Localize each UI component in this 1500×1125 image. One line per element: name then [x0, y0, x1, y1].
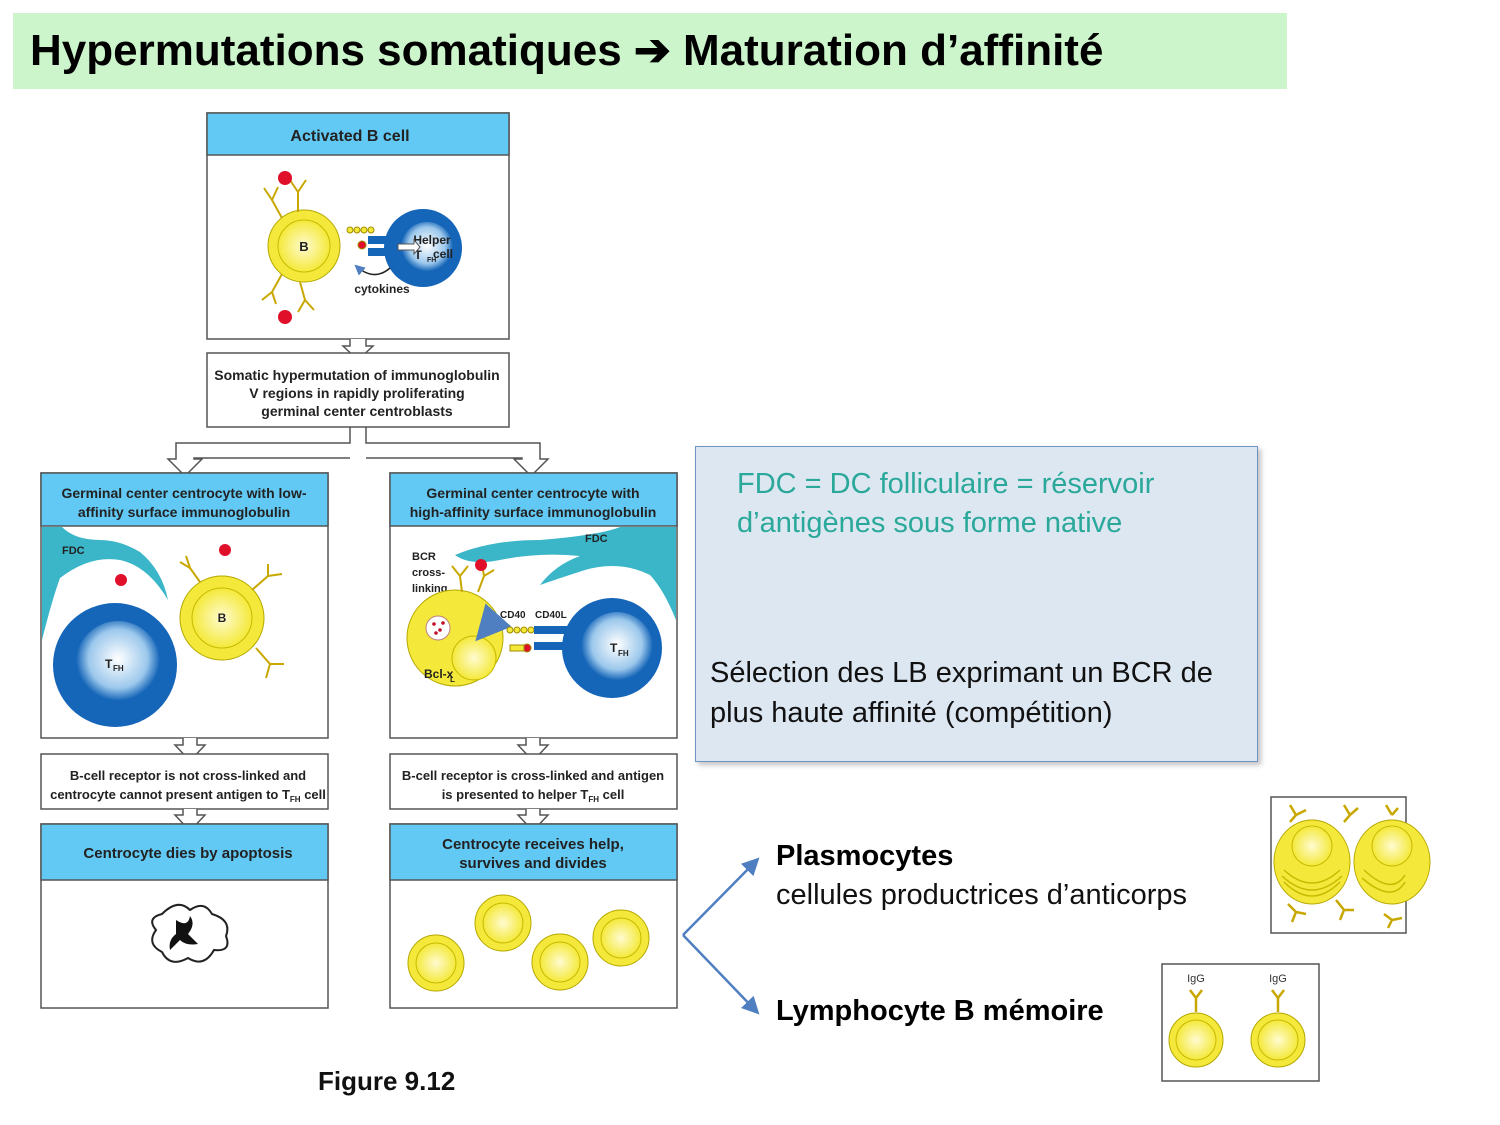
hypermutation-line-3: germinal center centroblasts	[261, 403, 453, 419]
bcl-sub-label: L	[450, 675, 455, 684]
hypermutation-line-2: V regions in rapidly proliferating	[249, 385, 464, 401]
high-fate-line-1: Centrocyte receives help,	[442, 836, 624, 853]
antigen-top	[278, 171, 292, 185]
low-b-label: B	[218, 611, 227, 625]
hypermutation-line-1: Somatic hypermutation of immunoglobulin	[214, 367, 499, 383]
activated-receptors	[346, 226, 421, 256]
antigen-bottom	[278, 310, 292, 324]
high-fate-header	[389, 823, 678, 881]
cd40l-label: CD40L	[535, 610, 567, 621]
helper-label: Helper	[413, 233, 451, 247]
high-antigen	[475, 559, 487, 571]
memory-b-title: Lymphocyte B mémoire	[776, 995, 1104, 1027]
high-result-line-1: B-cell receptor is cross-linked and anti…	[402, 768, 664, 783]
low-result-box: B-cell receptor is not cross-linked and …	[40, 753, 329, 810]
proliferating-cells	[407, 894, 650, 992]
activated-header	[206, 112, 510, 156]
high-fate-panel: Centrocyte receives help, survives and d…	[389, 823, 678, 1009]
high-t-label: T	[610, 641, 618, 655]
signal-arrow	[475, 603, 512, 642]
fdc-description: FDC = DC folliculaire = réservoir d’anti…	[737, 468, 1155, 539]
page-title: Hypermutations somatiques ➔ Maturation d…	[30, 26, 1104, 75]
low-antigen-1	[115, 574, 127, 586]
cytokine-arrow	[354, 264, 391, 276]
low-t-label: T	[105, 657, 113, 671]
igg-label-2: IgG	[1269, 973, 1287, 985]
cd40-label: CD40	[500, 610, 526, 621]
cytokines-label: cytokines	[354, 282, 410, 296]
arrow-to-memory	[682, 934, 760, 1015]
helper-t-label: T	[414, 248, 422, 262]
linking-label: linking	[412, 583, 447, 595]
high-fdc-label: FDC	[585, 533, 608, 545]
plasmocytes-image	[1270, 796, 1431, 934]
low-affinity-panel: Germinal center centrocyte with low- aff…	[40, 472, 329, 739]
split-arrow-right	[365, 427, 550, 478]
low-fdc-label: FDC	[62, 545, 85, 557]
cross-label: cross-	[412, 567, 445, 579]
bcr-label: BCR	[412, 551, 436, 563]
low-fh-label: FH	[113, 664, 124, 673]
helper-cell-label: cell	[433, 247, 453, 261]
low-antibodies	[179, 555, 284, 679]
selection-description: Sélection des LB exprimant un BCR de plu…	[710, 657, 1213, 729]
low-antigen-2	[219, 544, 231, 556]
split-arrow-left	[166, 427, 351, 478]
high-result-line-2: is presented to helper TFH cell	[442, 787, 625, 804]
plasmocytes-title: Plasmocytes	[776, 840, 954, 872]
high-affinity-panel: Germinal center centrocyte with high-aff…	[389, 472, 678, 739]
memory-b-image: IgG IgG	[1161, 963, 1320, 1082]
low-affinity-header	[40, 472, 329, 527]
high-fh-label: FH	[618, 649, 629, 658]
low-fate-label: Centrocyte dies by apoptosis	[83, 845, 292, 862]
igg-label-1: IgG	[1187, 973, 1205, 985]
hypermutation-box: Somatic hypermutation of immunoglobulin …	[206, 352, 510, 428]
low-header-line-2: affinity surface immunoglobulin	[78, 504, 290, 520]
high-header-line-2: high-affinity surface immunoglobulin	[410, 504, 657, 520]
high-fate-line-2: survives and divides	[459, 855, 607, 872]
activated-panel: Activated B cell Helper T FH cell B	[206, 112, 510, 340]
activated-header-label: Activated B cell	[290, 128, 409, 145]
activated-antibodies	[261, 179, 315, 313]
high-result-box: B-cell receptor is cross-linked and anti…	[389, 753, 678, 810]
activated-b-label: B	[299, 239, 308, 254]
fdc-selection-box: FDC = DC folliculaire = réservoir d’anti…	[695, 446, 1258, 762]
high-header-line-1: Germinal center centrocyte with	[426, 485, 639, 501]
low-fate-panel: Centrocyte dies by apoptosis	[40, 823, 329, 1009]
low-header-line-1: Germinal center centrocyte with low-	[61, 485, 306, 501]
high-affinity-header	[389, 472, 678, 527]
low-result-line-2: centrocyte cannot present antigen to TFH…	[50, 787, 326, 804]
plasmocytes-subtitle: cellules productrices d’anticorps	[776, 879, 1188, 911]
high-receptors	[506, 626, 568, 653]
title-bar: Hypermutations somatiques ➔ Maturation d…	[13, 13, 1287, 89]
low-result-line-1: B-cell receptor is not cross-linked and	[70, 768, 306, 783]
low-fate-header	[40, 823, 329, 881]
figure-caption: Figure 9.12	[318, 1066, 456, 1096]
bcl-label: Bcl-x	[424, 667, 454, 681]
low-fdc	[42, 527, 168, 640]
arrow-to-plasmocytes	[682, 857, 760, 936]
high-fdc	[455, 527, 676, 620]
helper-fh-label: FH	[427, 257, 436, 264]
